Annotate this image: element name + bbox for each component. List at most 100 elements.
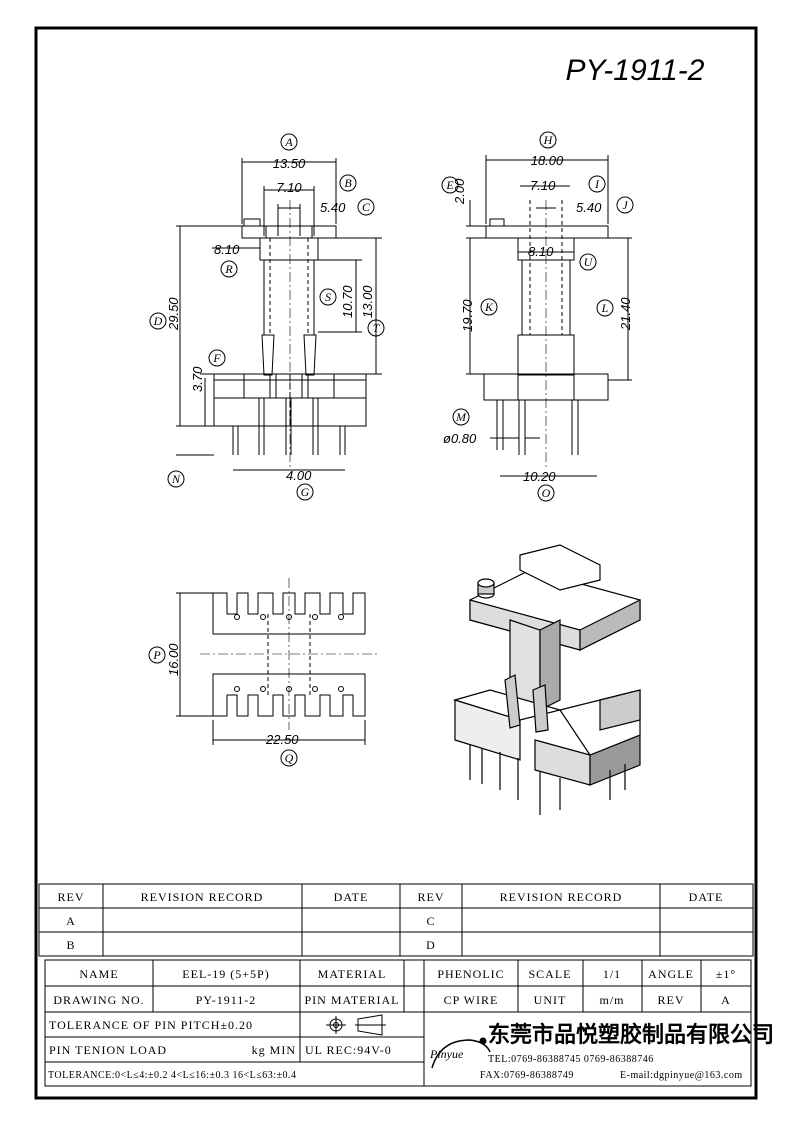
svg-text:I: I (594, 177, 600, 191)
dim-side-flange: 2.00 (452, 178, 467, 205)
title-block-cell: m/m (599, 993, 624, 1007)
revision-cell: B (66, 938, 75, 952)
svg-text:H: H (543, 133, 554, 147)
callout-r: R (220, 260, 238, 278)
dim-bottom-width: 22.50 (265, 732, 299, 747)
title-block-cell: REV (658, 993, 685, 1007)
svg-text:U: U (584, 255, 594, 269)
svg-text:F: F (212, 351, 221, 365)
revision-cell: A (66, 914, 76, 928)
callout-t: T (367, 319, 385, 337)
callout-i: I (588, 175, 606, 193)
svg-text:L: L (601, 301, 609, 315)
dim-pin-diameter: ø0.80 (443, 431, 477, 446)
title-block-cell: PIN TENION LOAD (49, 1043, 167, 1057)
dim-core-width: 8.10 (214, 242, 240, 257)
callout-o: O (537, 484, 555, 502)
front-view (176, 158, 382, 471)
dim-top-width: 13.50 (273, 156, 306, 171)
revision-header: REVISION RECORD (500, 890, 623, 904)
dim-side-width: 18.00 (531, 153, 564, 168)
callout-n: N (167, 470, 185, 488)
bottom-view (176, 578, 380, 745)
callout-d: D (149, 312, 167, 330)
revision-cell: D (426, 938, 436, 952)
title-block-cell: PIN MATERIAL (305, 993, 400, 1007)
callout-m: M (452, 408, 470, 426)
title-block (44, 959, 752, 1087)
callout-l: L (596, 299, 614, 317)
dim-pin-pitch: 4.00 (286, 468, 312, 483)
callout-p: P (148, 646, 166, 664)
title-block-cell: SCALE (528, 967, 571, 981)
title-block-cell: DRAWING NO. (53, 993, 144, 1007)
callout-f: F (208, 349, 226, 367)
title-block-cell: kg MIN (252, 1043, 296, 1057)
company-name: 东莞市品悦塑胶制品有限公司 (488, 1022, 774, 1048)
dim-pin-row: 10.20 (523, 469, 556, 484)
title-block-cell: EEL-19 (5+5P) (182, 967, 269, 981)
title-block-cell: 1/1 (603, 967, 621, 981)
callout-j: J (616, 196, 634, 214)
svg-text:R: R (224, 262, 233, 276)
callout-u: U (579, 253, 597, 271)
svg-text:K: K (484, 300, 494, 314)
dim-bottom-height: 16.00 (166, 643, 181, 676)
revision-cell: C (426, 914, 435, 928)
side-view (466, 155, 632, 477)
title-block-cell: ±1° (716, 967, 736, 981)
revision-header: REVISION RECORD (141, 890, 264, 904)
svg-text:N: N (171, 472, 181, 486)
isometric-view (452, 544, 641, 815)
callout-c: C (357, 198, 375, 216)
revision-header: DATE (689, 890, 724, 904)
title-block-cell: A (721, 993, 731, 1007)
title-block-cell: TOLERANCE OF PIN PITCH±0.20 (49, 1018, 253, 1032)
svg-text:D: D (153, 314, 163, 328)
title-block-cell: CP WIRE (444, 993, 499, 1007)
svg-text:B: B (344, 176, 352, 190)
callout-group: A BC D E F G H I J K L M N O P Q R S T U (148, 131, 634, 767)
company-tel: TEL:0769-86388745 0769-86388746 (488, 1054, 654, 1065)
callout-b: B (339, 174, 357, 192)
dim-side-inner: 7.10 (530, 178, 556, 193)
title-block-cell: UNIT (534, 993, 567, 1007)
callout-e: E (441, 176, 459, 194)
dim-side-height: 21.40 (618, 297, 633, 331)
dim-inner-width: 7.10 (276, 180, 302, 195)
dim-slot-width: 5.40 (320, 200, 346, 215)
title-block-text: NAME EEL-19 (5+5P) MATERIAL PHENOLIC SCALE 1/… (48, 967, 736, 1081)
svg-text:M: M (455, 410, 467, 424)
callout-k: K (480, 298, 498, 316)
drawing-title: PY-1911-2 (566, 54, 705, 87)
title-block-cell: NAME (79, 967, 118, 981)
svg-text:J: J (622, 198, 628, 212)
revision-header: REV (418, 890, 445, 904)
title-block-cell: PY-1911-2 (196, 993, 257, 1007)
dim-winding-height: 10.70 (340, 285, 355, 318)
callout-h: H (539, 131, 557, 149)
callout-g: G (296, 483, 314, 501)
svg-text:T: T (373, 321, 381, 335)
dim-side-core: 8.10 (528, 244, 554, 259)
callout-s: S (319, 288, 337, 306)
svg-text:S: S (325, 290, 331, 304)
title-block-cell: MATERIAL (318, 967, 387, 981)
svg-text:G: G (301, 485, 310, 499)
callout-q: Q (280, 749, 298, 767)
title-block-cell: PHENOLIC (437, 967, 504, 981)
company-fax: FAX:0769-86388749 (480, 1070, 574, 1081)
svg-text:Q: Q (285, 751, 294, 765)
dim-body-height: 13.00 (360, 285, 375, 318)
svg-text:E: E (445, 178, 454, 192)
dim-side-slot: 5.40 (576, 200, 602, 215)
callout-a: A (280, 133, 298, 151)
title-block-cell: ANGLE (648, 967, 694, 981)
svg-text:P: P (152, 648, 161, 662)
title-block-cell: UL REC:94V-0 (305, 1043, 392, 1057)
revision-table (38, 883, 754, 957)
title-block-cell: TOLERANCE:0<L≤4:±0.2 4<L≤16:±0.3 16<L≤63… (48, 1070, 297, 1081)
svg-text:O: O (542, 486, 551, 500)
